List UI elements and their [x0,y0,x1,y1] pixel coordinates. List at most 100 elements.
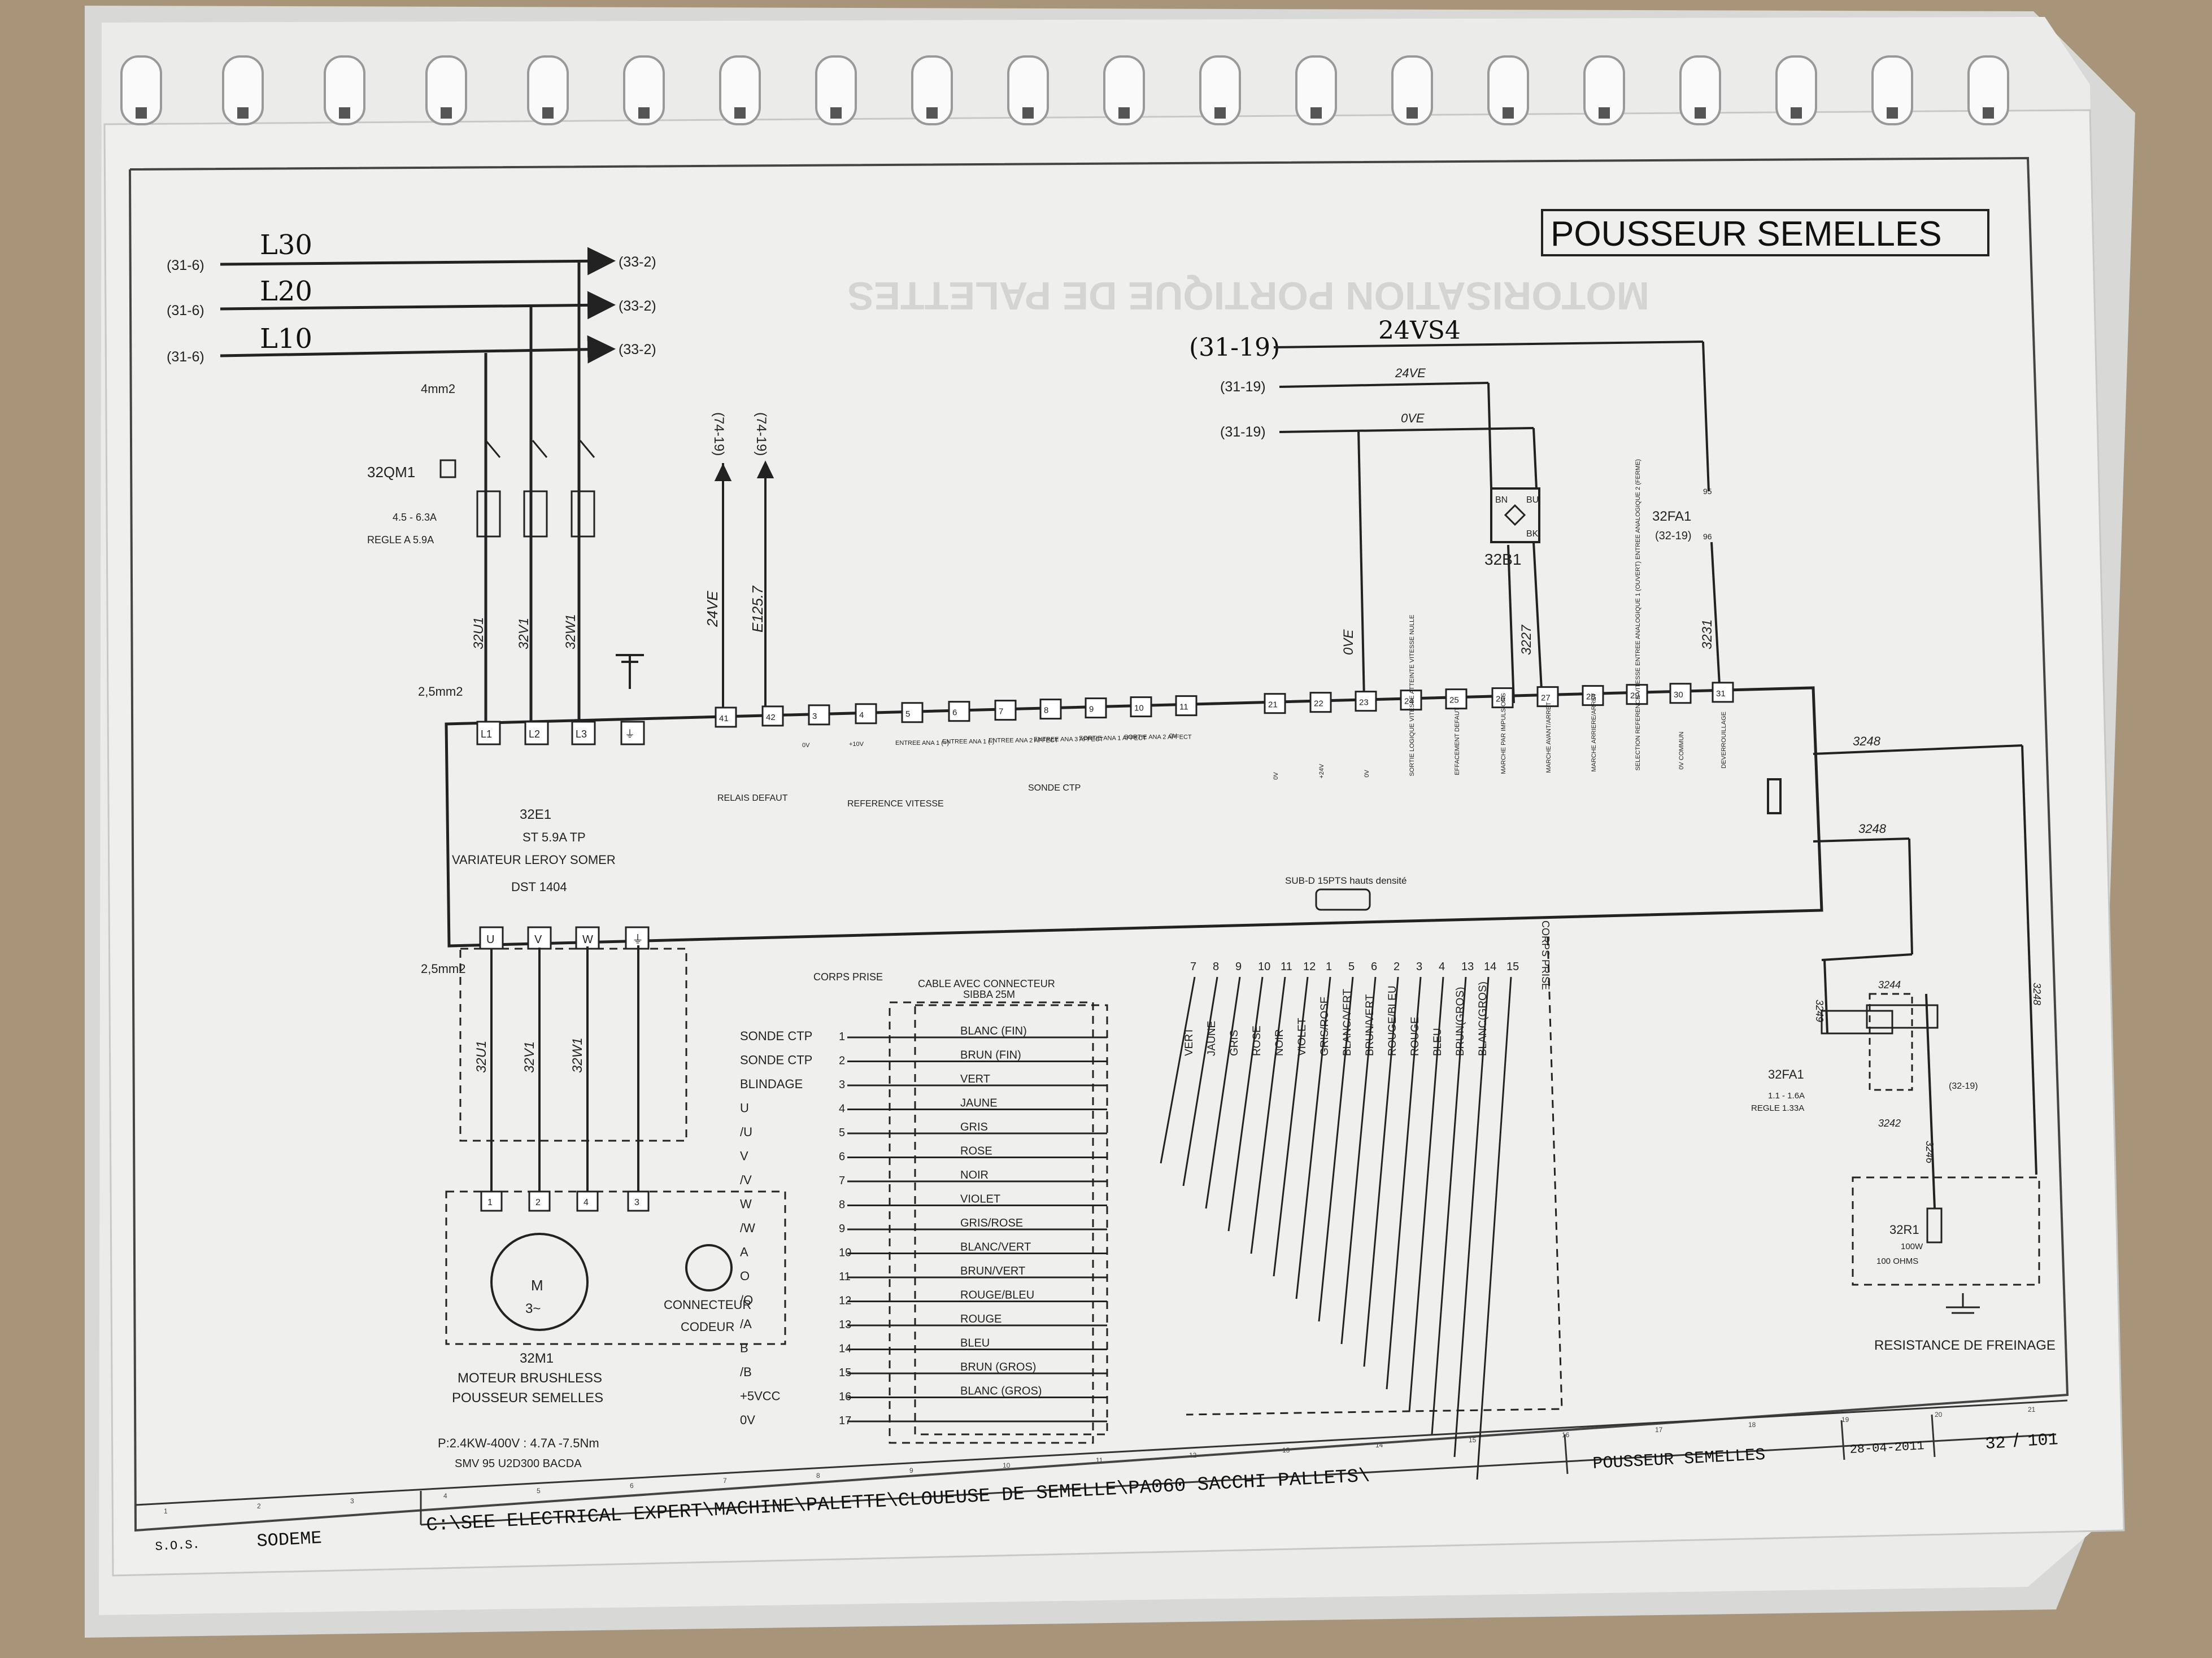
drive-desc: VARIATEUR LEROY SOMER [452,853,616,867]
binding-hole [1022,107,1034,119]
footer-column-number: 20 [1935,1411,1943,1419]
subd-pin-number: 2 [1394,961,1400,973]
fa-pin-95: 95 [1703,487,1712,496]
drive-terminal-label: ENTREE ANA 1 (-) [942,739,994,745]
wire-32u1-bot: 32U1 [474,1041,489,1073]
binding-ring [1775,55,1817,125]
cable-color: VIOLET [960,1193,1000,1206]
supply-lines [220,247,616,723]
cable-signal: W [740,1197,752,1211]
cable-signal: BLINDAGE [740,1077,803,1091]
drive-terminal-label: SORTIE LOGIQUE VITESSE ATTEINTE VITESSE … [1409,614,1416,776]
brake-wire-3244: 3244 [1878,979,1901,991]
cable-signal: /U [740,1125,752,1139]
binding-hole [830,107,842,119]
drive-model: ST 5.9A TP [522,830,586,844]
brake-wire-3246: 3246 [1924,1141,1935,1164]
drive-terminal [761,705,784,727]
drive-terminal-number: 28 [1586,692,1596,702]
drive-terminal-number: 3 [812,712,817,721]
drive-terminal [1355,691,1377,712]
footer-column-number: 8 [816,1472,820,1480]
subd-pin-number: 3 [1416,961,1422,973]
subd-color: BLANC(GROS) [1477,981,1489,1056]
power-terminal [524,721,549,745]
drive-terminal [808,704,830,726]
paper-sheet [103,109,2125,1577]
binding-hole [1310,107,1322,119]
footer-column-number: 5 [537,1487,541,1495]
drive-terminal-number: 4 [859,710,864,720]
motor-name: 32M1 [520,1351,554,1366]
wire-section-4mm2: 4mm2 [421,382,455,396]
subd-pin-number: 10 [1258,961,1270,973]
footer-column-number: 13 [1282,1446,1290,1454]
cable-signal: 0V [740,1413,755,1427]
drive-name: 32E1 [520,807,551,822]
motor-terminal [528,1190,551,1212]
drive-terminal-label: SELECTION REFERENCE VITESSE ENTREE ANALO… [1635,459,1641,771]
cable-color: ROSE [960,1145,992,1158]
supply-ref-left-1: (31-6) [167,258,204,273]
subd-wire [1295,976,1331,1299]
binding-ring [120,55,162,125]
footer-company: SODEME [256,1528,323,1552]
subd-color: ROUGE/BLEU [1387,985,1399,1056]
resistor-spec-2: 100 OHMS [1876,1256,1918,1266]
drive-terminal [1445,688,1468,710]
drive-terminal [1175,695,1198,717]
drive-terminal-number: 9 [1089,705,1094,714]
drive-terminal-number: 5 [905,709,910,719]
subd-wire [1431,976,1467,1435]
subd-wire [1386,976,1422,1390]
drive-terminal [1582,685,1604,706]
subd-color: BLEU [1432,1028,1444,1056]
motor-3ph-icon: 3~ [525,1301,541,1316]
drive-terminal [1039,699,1062,720]
subd-label: SUB-D 15PTS hauts densité [1285,875,1407,886]
breaker-range: 4.5 - 6.3A [393,512,437,523]
drive-terminal-label: 0V [1364,770,1370,778]
subd-wire [1273,976,1309,1277]
subd-pin-number: 15 [1506,961,1519,973]
footer-column-number: 2 [257,1502,261,1510]
drive-terminal-number: 27 [1541,693,1551,703]
drive-terminal-number: 25 [1449,696,1459,705]
cable-signal: A [740,1245,748,1259]
subd-color: VERT [1183,1027,1195,1056]
drive-terminal [1669,683,1692,704]
footer-page: 32 [1985,1434,2006,1454]
cable-signal: /W [740,1221,755,1235]
drawing-frame [129,156,2069,1532]
drive-terminal-number: 26 [1496,695,1505,704]
subd-pin-number: 12 [1303,961,1316,973]
footer-column-number: 18 [1748,1421,1756,1429]
footer-column-number: 6 [630,1482,634,1490]
cable-pin: 3 [839,1079,845,1091]
cable-signal: +5VCC [740,1389,781,1403]
top-ref-1: (31-19) [1220,379,1266,395]
motor-terminal-label: 3 [634,1198,639,1207]
encoder-label-1: CONNECTEUR [664,1298,751,1312]
cable-color: BRUN (GROS) [960,1361,1036,1373]
cable-signal: /V [740,1173,752,1187]
cable-label-2: SIBBA 25M [963,989,1015,1000]
cable-pin: 13 [839,1319,851,1331]
drive-terminal-label: +24V [1318,763,1325,779]
drive-terminal-label: ENTREE ANA 2 AFFECT [989,738,1059,744]
binding-hole [339,107,350,119]
spiral-binding [120,55,2009,125]
top-wire-0ve: 0VE [1401,411,1425,425]
cable-pin: 17 [839,1415,851,1427]
binding-hole [441,107,452,119]
binding-hole [1887,107,1898,119]
binding-ring [1679,55,1721,125]
subd-wire [1318,976,1354,1322]
binding-ring [911,55,953,125]
subd-pin-number: 13 [1461,961,1474,973]
binding-hole [1214,107,1226,119]
io-ref-1: (74-19) [711,412,726,456]
output-terminal-label: V [534,933,542,946]
